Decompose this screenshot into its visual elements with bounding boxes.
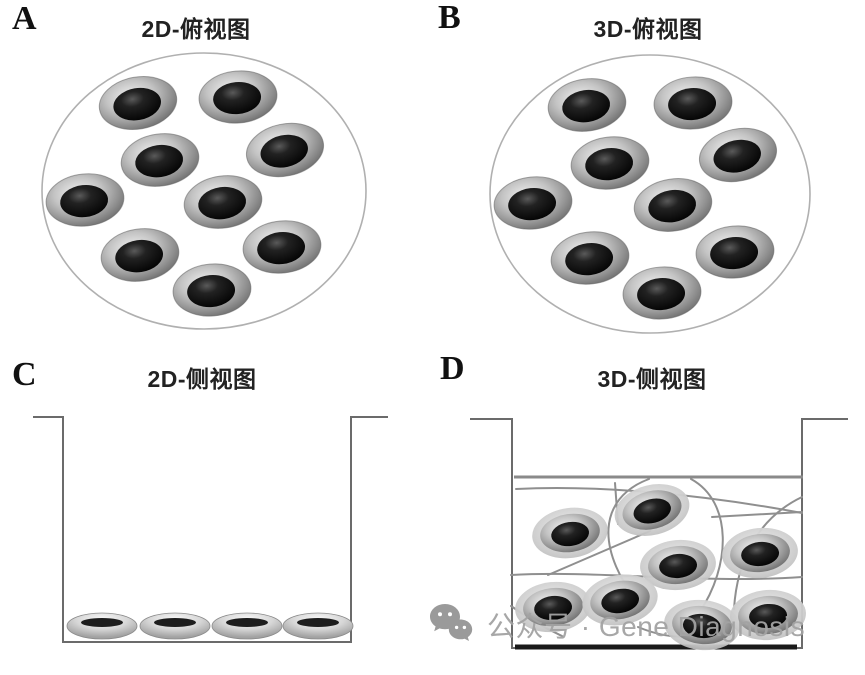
cell — [550, 231, 630, 285]
panel-d-title: 3D-侧视图 — [597, 366, 707, 392]
panel-c-title: 2D-侧视图 — [147, 366, 257, 392]
flattened-cell — [139, 612, 211, 640]
matrix-cell — [664, 599, 740, 651]
cell — [120, 133, 200, 187]
cell — [245, 122, 325, 178]
matrix-fiber — [690, 478, 724, 614]
matrix-cell — [722, 527, 798, 579]
culture-well — [33, 416, 388, 643]
cell — [98, 76, 178, 130]
cell — [172, 263, 252, 317]
cell — [100, 228, 180, 282]
cell — [695, 225, 775, 279]
matrix-cell — [730, 589, 806, 641]
cell — [633, 178, 713, 232]
cell — [242, 220, 322, 274]
matrix-cell — [515, 581, 591, 633]
cell — [493, 176, 573, 230]
matrix-cell — [614, 484, 690, 536]
panel-b-label: B — [438, 0, 461, 36]
cell — [570, 136, 650, 190]
panel-b-title: 3D-俯视图 — [593, 16, 703, 42]
cell — [622, 266, 702, 320]
panel-d-label: D — [440, 350, 465, 387]
cell — [698, 127, 778, 183]
panel-a-label: A — [12, 0, 37, 37]
flattened-cell — [282, 612, 354, 640]
matrix-fiber — [547, 530, 651, 576]
matrix-cell — [532, 507, 608, 559]
panel-a-title: 2D-俯视图 — [141, 16, 251, 42]
cell — [45, 173, 125, 227]
cell — [198, 70, 278, 124]
cell — [183, 175, 263, 229]
matrix-fiber — [711, 511, 803, 518]
cell — [653, 76, 733, 130]
cell — [547, 78, 627, 132]
matrix-cell — [582, 574, 658, 626]
flattened-cell — [66, 612, 138, 640]
matrix-cell — [640, 539, 716, 591]
panel-c-label: C — [12, 356, 37, 393]
flattened-cell — [211, 612, 283, 640]
